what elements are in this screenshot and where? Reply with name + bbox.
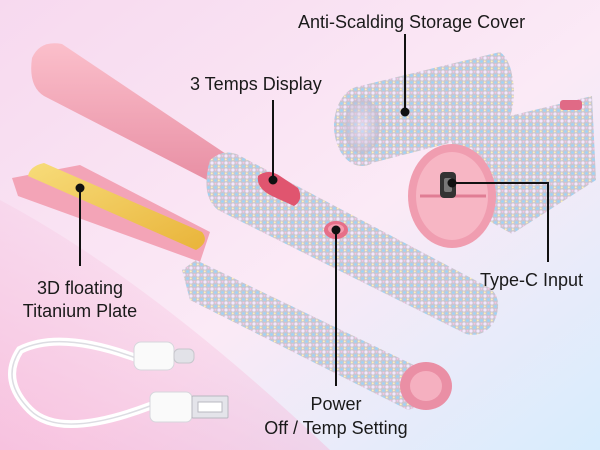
titanium-plate — [28, 163, 205, 250]
temps-display — [257, 172, 301, 206]
background-glow — [0, 200, 330, 450]
rhinestone-handle-lower — [182, 260, 432, 410]
hair-straightener — [12, 43, 499, 410]
pointer-type-c — [452, 182, 549, 262]
usb-c-plug — [133, 341, 175, 371]
label-type-c: Type-C Input — [480, 270, 583, 290]
usb-a-plug-icon — [149, 391, 229, 423]
label-plate-line2: Titanium Plate — [23, 301, 137, 321]
label-storage-cover: Anti-Scalding Storage Cover — [298, 12, 525, 32]
label-power-line1: Power — [310, 394, 361, 414]
label-power-line2: Off / Temp Setting — [264, 418, 407, 438]
upper-arm — [31, 43, 251, 196]
label-temps-display: 3 Temps Display — [190, 74, 322, 94]
usb-c-cable-icon — [8, 337, 195, 428]
type-c-end — [408, 96, 596, 248]
label-plate-line1: 3D floating — [37, 278, 123, 298]
callout-pointers — [75, 34, 549, 386]
